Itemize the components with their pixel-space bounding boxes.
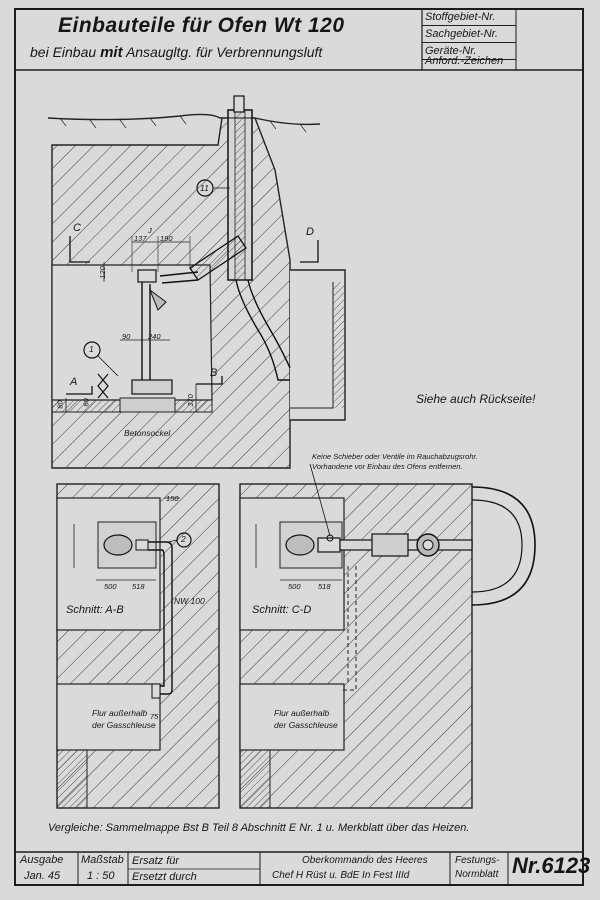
field-geraete: Geräte-Nr. <box>422 43 516 60</box>
sheet-number: Nr.6123 <box>512 853 591 878</box>
section-cd-plan <box>239 463 536 809</box>
floor-ab-line2: der Gasschleuse <box>92 720 156 730</box>
massstab-value: 1 : 50 <box>87 870 115 882</box>
floor-ab-line1: Flur außerhalb <box>92 708 148 718</box>
marker-11: 11 <box>200 183 209 193</box>
massstab-label: Maßstab <box>81 854 124 866</box>
org-line1: Oberkommando des Heeres <box>302 855 428 866</box>
dim-370: 370 <box>185 394 195 407</box>
pipe-label-nw100: NW 100 <box>174 596 205 606</box>
note-cd-line1: Keine Schieber oder Ventile im Rauchabzu… <box>312 452 478 461</box>
drawing-subtitle: bei Einbau mit Ansaugltg. für Verbrennun… <box>30 44 322 61</box>
label-schnitt-cd: Schnitt: C-D <box>252 604 312 616</box>
dim-90: 90 <box>122 332 131 341</box>
drawing-title: Einbauteile für Ofen Wt 120 <box>58 14 345 37</box>
ausgabe-value: Jan. 45 <box>24 870 61 882</box>
sheet-frame <box>14 8 584 886</box>
reference-note: Vergleiche: Sammelmappe Bst B Teil 8 Abs… <box>48 822 470 834</box>
field-anford: Anford.-Zeichen <box>425 55 504 67</box>
dim-60: 60 <box>81 398 91 407</box>
title-block-grid <box>14 851 584 886</box>
marker-1: 1 <box>89 344 94 354</box>
dim-ab-500: 500 <box>104 582 117 591</box>
top-elevation <box>47 95 346 469</box>
section-mark-a: A <box>70 376 78 388</box>
subtitle-bold: mit <box>100 44 123 61</box>
marker-2: 2 <box>181 534 186 544</box>
dim-137: 137 <box>134 234 147 243</box>
section-mark-b: B <box>210 367 218 379</box>
dim-j: J <box>148 226 152 235</box>
dim-cd-500: 500 <box>288 582 301 591</box>
sheet-label2: Normblatt <box>455 869 499 880</box>
ersetzt-durch: Ersetzt durch <box>132 871 197 883</box>
dim-120: 120 <box>97 266 107 279</box>
section-mark-c: C <box>73 222 81 234</box>
note-rueckseite: Siehe auch Rückseite! <box>416 392 536 406</box>
field-stoffgebiet: Stoffgebiet-Nr. <box>422 9 516 26</box>
dim-190: 190 <box>160 234 173 243</box>
dim-240: 240 <box>148 332 161 341</box>
floor-cd-line1: Flur außerhalb <box>274 708 330 718</box>
dim-ab-518: 518 <box>132 582 145 591</box>
ground-hatch <box>59 115 307 133</box>
subtitle-pre: bei Einbau <box>30 44 97 60</box>
dim-cd-518: 518 <box>318 582 331 591</box>
ersatz-fuer: Ersatz für <box>132 855 180 867</box>
dim-150: 150 <box>166 494 179 503</box>
dim-75: 75 <box>150 712 159 721</box>
section-mark-d: D <box>306 226 314 238</box>
section-ab-plan <box>56 483 220 809</box>
org-line2: Chef H Rüst u. BdE In Fest IIId <box>272 870 410 881</box>
floor-cd-line2: der Gasschleuse <box>274 720 338 730</box>
field-sachgebiet: Sachgebiet-Nr. <box>422 26 516 43</box>
sheet-label1: Festungs- <box>455 855 500 866</box>
subtitle-post: Ansaugltg. für Verbrennungsluft <box>125 44 323 60</box>
label-betonsockel: Betonsockel <box>124 428 171 438</box>
label-schnitt-ab: Schnitt: A-B <box>66 604 124 616</box>
dim-80: 80 <box>55 400 65 409</box>
note-cd-line2: Vorhandene vor Einbau des Ofens entferne… <box>312 462 463 471</box>
ausgabe-label: Ausgabe <box>20 854 64 866</box>
